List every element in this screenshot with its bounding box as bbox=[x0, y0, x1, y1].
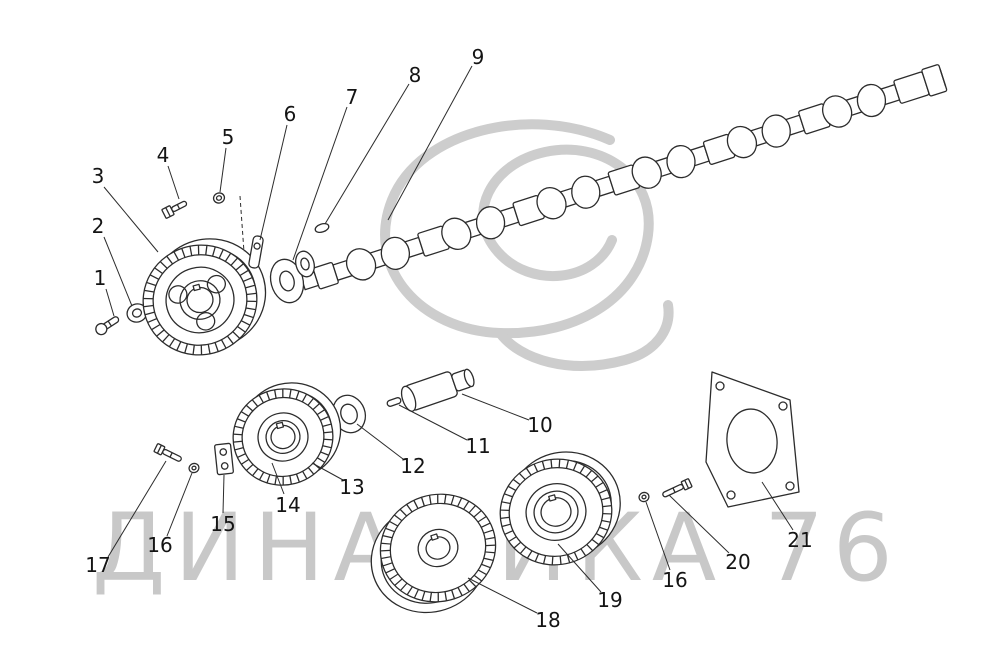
callout-leader-21 bbox=[761, 481, 794, 531]
callout-leader-16 bbox=[166, 472, 193, 537]
callout-leader-17 bbox=[107, 460, 167, 558]
callout-label-7: 7 bbox=[346, 85, 359, 109]
camshaft-spacer-ring bbox=[295, 250, 315, 278]
part-10-bushing bbox=[400, 368, 475, 412]
callout-leader-10 bbox=[461, 393, 530, 421]
part-1-bolt bbox=[95, 316, 120, 336]
callout-label-2: 2 bbox=[92, 214, 105, 238]
camshaft bbox=[300, 64, 948, 291]
callout-leader-12 bbox=[356, 423, 404, 460]
callout-label-9: 9 bbox=[472, 45, 485, 69]
callout-leader-16 bbox=[645, 501, 671, 571]
callout-label-17: 17 bbox=[85, 553, 110, 577]
parts-drawing bbox=[95, 64, 948, 614]
callout-label-11: 11 bbox=[465, 434, 490, 458]
callout-label-19: 19 bbox=[597, 588, 622, 612]
callout-leader-9 bbox=[387, 65, 473, 221]
callout-label-18: 18 bbox=[535, 608, 560, 632]
part-15-lock-plate bbox=[214, 442, 234, 476]
callout-leader-11 bbox=[398, 404, 468, 441]
callout-label-8: 8 bbox=[409, 63, 422, 87]
callout-label-5: 5 bbox=[222, 125, 235, 149]
part-16-washer-a bbox=[188, 462, 200, 474]
callout-label-6: 6 bbox=[284, 102, 297, 126]
callout-leader-8 bbox=[324, 83, 410, 225]
callout-leader-15 bbox=[222, 474, 225, 514]
part-5-washer bbox=[212, 192, 226, 204]
part-6-lock-plate bbox=[248, 235, 264, 269]
callout-leader-4 bbox=[167, 165, 180, 200]
part-20-bolt bbox=[662, 478, 693, 498]
callout-leader-5 bbox=[219, 147, 227, 193]
brand-swirl-watermark bbox=[380, 119, 654, 339]
part-4-bolt bbox=[161, 200, 188, 219]
brand-swirl-tail bbox=[495, 300, 674, 371]
callout-label-21: 21 bbox=[787, 528, 812, 552]
callout-label-20: 20 bbox=[725, 550, 750, 574]
callout-leader-6 bbox=[259, 124, 288, 241]
callout-leader-14 bbox=[271, 462, 285, 495]
callout-label-15: 15 bbox=[210, 512, 235, 536]
callout-label-12: 12 bbox=[400, 454, 425, 478]
callout-leader-2 bbox=[103, 236, 133, 307]
part-19-drive-gear bbox=[499, 451, 621, 566]
callout-leader-3 bbox=[103, 186, 159, 253]
callout-label-3: 3 bbox=[92, 164, 105, 188]
callout-label-13: 13 bbox=[339, 475, 364, 499]
part-7-thrust-flange bbox=[269, 258, 305, 304]
part-18-pump-gear bbox=[370, 493, 497, 614]
part-13-idler-gear bbox=[232, 382, 342, 486]
part-17-bolt bbox=[153, 443, 182, 462]
callout-leader-1 bbox=[105, 288, 115, 317]
callout-leader-18 bbox=[467, 577, 538, 614]
part-21-gasket-plate bbox=[705, 371, 800, 508]
callout-label-10: 10 bbox=[527, 413, 552, 437]
callout-label-16: 16 bbox=[662, 568, 687, 592]
part-3-camshaft-gear bbox=[142, 238, 267, 356]
callout-label-4: 4 bbox=[157, 143, 170, 167]
callout-label-16: 16 bbox=[147, 533, 172, 557]
callout-label-14: 14 bbox=[275, 493, 300, 517]
part-8-key bbox=[314, 222, 330, 234]
part-16-washer-b bbox=[638, 491, 650, 503]
callout-leader-20 bbox=[668, 494, 730, 554]
callout-leader-13 bbox=[311, 462, 344, 481]
callout-leader-19 bbox=[557, 543, 602, 593]
part-11-pin bbox=[386, 397, 402, 407]
callout-leader-7 bbox=[292, 106, 348, 261]
part-2-washer bbox=[126, 303, 148, 323]
callout-label-1: 1 bbox=[94, 266, 107, 290]
